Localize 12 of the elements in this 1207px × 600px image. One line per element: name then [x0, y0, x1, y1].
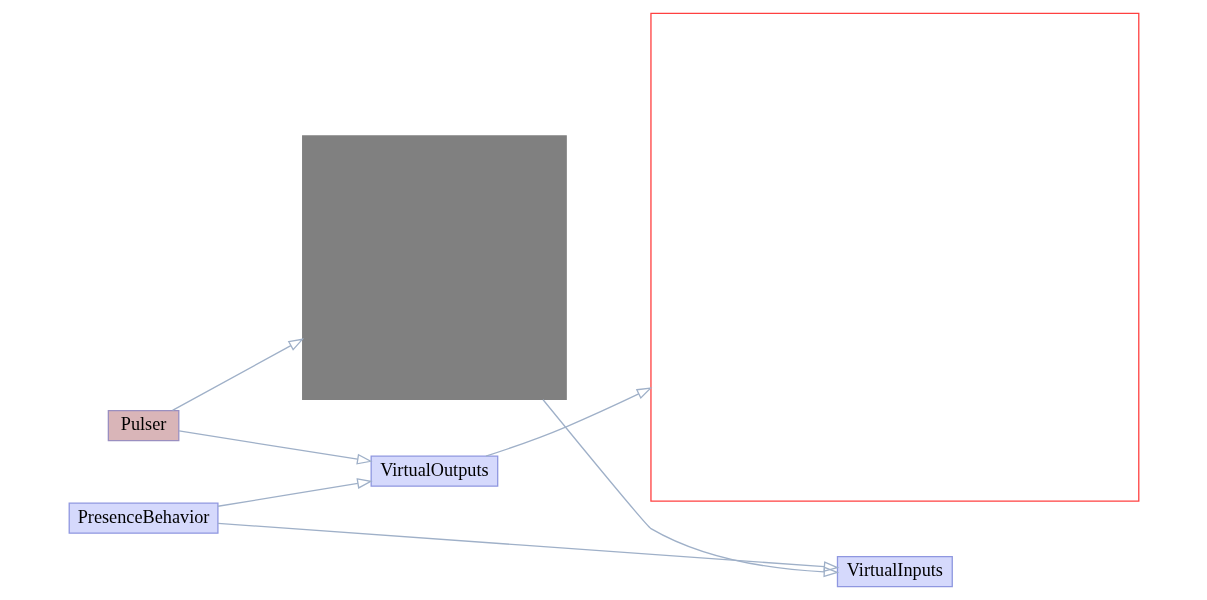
arrow: [171, 338, 304, 412]
arrow: [541, 399, 839, 578]
arrow: [177, 430, 373, 465]
node-box: [301, 135, 567, 401]
node-box: PresenceBehavior: [68, 502, 219, 534]
node-box: VirtualInputs: [836, 556, 953, 588]
arrow: [216, 478, 373, 507]
arrow: [484, 387, 652, 457]
node-box: VirtualOutputs: [370, 455, 498, 487]
arrow: [216, 522, 839, 573]
node-box: [649, 12, 1139, 502]
node-box: Pulser: [107, 409, 179, 442]
